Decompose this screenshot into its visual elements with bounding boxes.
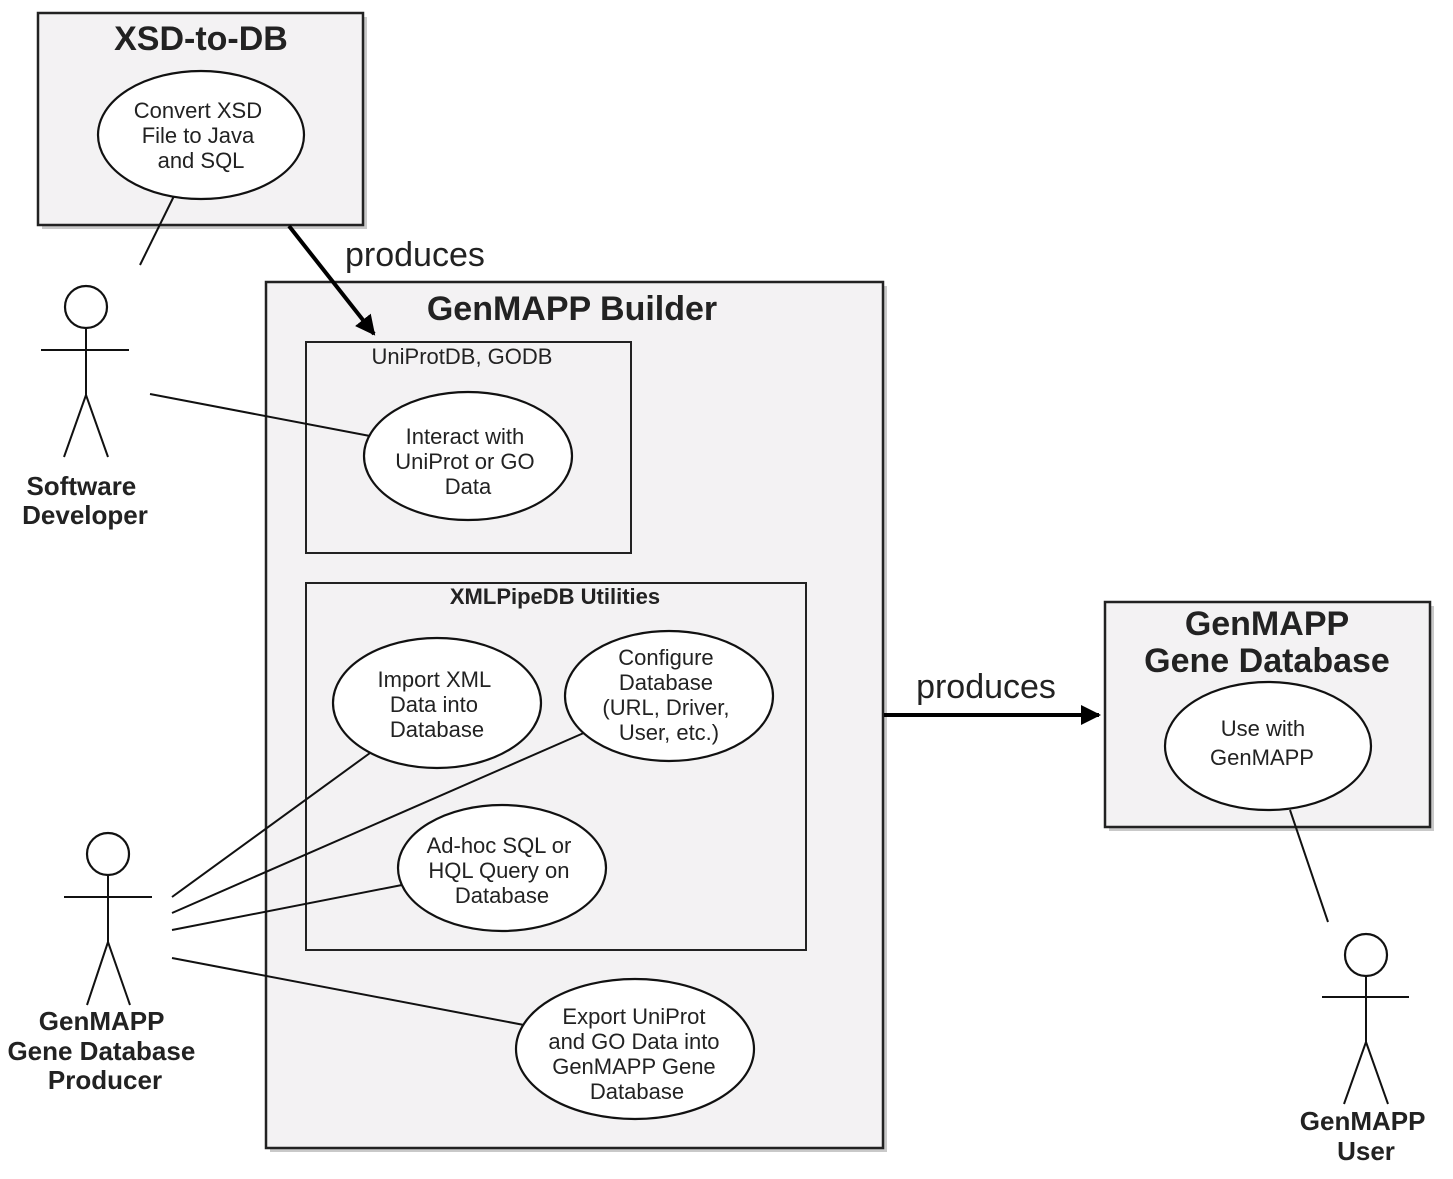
actor-label-line: Software [26,471,136,501]
svg-text:Use with GenMAPP: Use with GenMAPP [1210,716,1314,770]
use-case-convert-xsd-line: and SQL [158,148,245,173]
stick-figure-icon [41,284,129,458]
use-case-import-xml-line: Database [390,717,484,742]
use-case-adhoc-query-line: HQL Query on [428,858,569,883]
uniprot-godb-package: UniProtDB, GODB [305,341,632,554]
svg-text:Software Developer: Software Developer [22,471,148,530]
xsd-to-db-title: XSD-to-DB [114,20,288,58]
produces-arrow-2: produces [884,668,1101,725]
svg-text:Interact with UniProt or: Interact with UniProt or GO Data [395,424,541,499]
use-case-use-genmapp-line: Use with [1221,716,1305,741]
use-case-import-xml: Import XML Data into Database [331,636,543,770]
svg-text:Ad-hoc SQL or HQL Query: Ad-hoc SQL or HQL Query on Database [427,833,578,908]
svg-text:Convert XSD File to Java: Convert XSD File to Java and SQL [134,98,269,173]
use-case-interact-line: Data [445,474,492,499]
use-case-convert-xsd-line: Convert XSD [134,98,262,123]
association-developer-convert [139,195,175,266]
genmapp-gene-database-system: GenMAPP Gene Database [1103,600,1434,831]
actor-label-line: Producer [48,1065,162,1095]
actor-label-line: Developer [22,500,148,530]
actor-label-line: GenMAPP [39,1006,164,1036]
use-case-configure-db-line: User, etc.) [619,720,719,745]
produces-arrow-1: produces [287,224,485,336]
stick-figure-icon [1322,932,1409,1105]
use-case-adhoc-query-line: Database [455,883,549,908]
associations [139,195,1329,1026]
actor-label-line: GenMAPP [1300,1106,1425,1136]
svg-text:GenMAPP User: GenMAPP User [1300,1106,1432,1166]
use-case-export-line: GenMAPP Gene [552,1054,715,1079]
produces-label-1: produces [345,236,485,274]
gene-database-title-line2: Gene Database [1144,642,1390,680]
use-case-import-xml-line: Data into [390,692,478,717]
stick-figure-icon [64,831,152,1006]
use-case-convert-xsd-line: File to Java [142,123,255,148]
svg-text:Configure Database: Configure Database (URL, Driver, User, e… [602,645,735,745]
use-case-import-xml-line: Import XML [377,667,490,692]
association-producer-import [171,752,371,898]
use-case-configure-db-line: (URL, Driver, [602,695,729,720]
use-case-interact-line: UniProt or GO [395,449,534,474]
use-case-interact-line: Interact with [406,424,525,449]
svg-text:Export UniProt and GO Da: Export UniProt and GO Data into GenMAPP … [548,1004,725,1104]
genmapp-builder-title: GenMAPP Builder [427,290,717,328]
association-producer-export [171,957,525,1026]
produces-label-2: produces [916,668,1056,706]
use-case-adhoc-query-line: Ad-hoc SQL or [427,833,572,858]
use-case-export-line: Export UniProt [562,1004,705,1029]
use-case-export-line: Database [590,1079,684,1104]
association-user-use [1289,809,1329,923]
gene-database-title-line1: GenMAPP [1185,605,1349,643]
use-case-export: Export UniProt and GO Data into GenMAPP … [514,977,756,1121]
use-case-configure-db-line: Database [619,670,713,695]
actor-gene-database-producer: GenMAPP Gene Database Producer [7,831,202,1095]
use-case-use-genmapp-line: GenMAPP [1210,745,1314,770]
use-case-configure-db-line: Configure [618,645,713,670]
actor-label-line: Gene Database [7,1036,195,1066]
uniprot-godb-label: UniProtDB, GODB [372,344,553,369]
svg-text:Import XML Data into: Import XML Data into Database [377,667,496,742]
association-producer-configure [171,731,587,914]
use-case-configure-db: Configure Database (URL, Driver, User, e… [563,629,775,763]
xmlpipedb-utilities-package: XMLPipeDB Utilities [305,582,807,951]
use-case-export-line: and GO Data into [548,1029,719,1054]
use-case-convert-xsd: Convert XSD File to Java and SQL [96,69,306,201]
actor-software-developer: Software Developer [22,284,148,530]
association-developer-interact [149,393,371,437]
xmlpipedb-utilities-label: XMLPipeDB Utilities [450,584,660,609]
actor-label-line: User [1337,1136,1395,1166]
association-producer-adhoc [171,884,403,931]
use-case-use-genmapp: Use with GenMAPP [1163,680,1373,812]
actor-genmapp-user: GenMAPP User [1300,932,1432,1166]
use-case-interact: Interact with UniProt or GO Data [362,390,574,522]
produces-arrow-line-1 [287,224,376,336]
svg-text:GenMAPP Gene Database: GenMAPP Gene Database Producer [7,1006,202,1095]
use-case-adhoc-query: Ad-hoc SQL or HQL Query on Database [396,803,608,933]
